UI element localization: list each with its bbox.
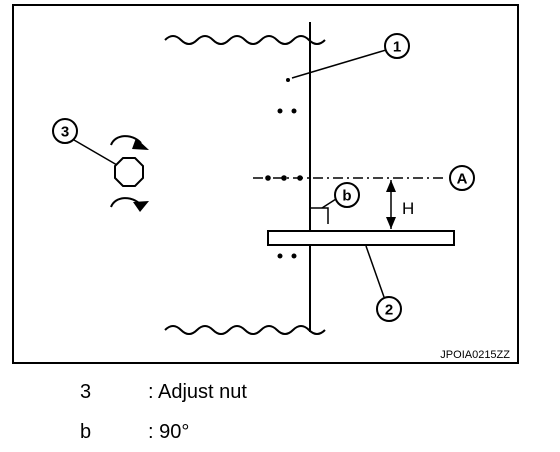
callout-circle-a: [449, 165, 475, 191]
figure-frame: [12, 4, 519, 364]
surface-dot: [277, 108, 283, 114]
reference-dot: [265, 175, 271, 181]
surface-dot: [286, 78, 290, 82]
rotation-arrowhead-bottom: [133, 201, 149, 212]
callout-label-a: A: [457, 171, 468, 188]
surface-dot: [291, 108, 297, 114]
callout-label-1: 1: [393, 39, 401, 56]
leader-line-b: [321, 198, 337, 209]
callout-circle-2: [376, 296, 402, 322]
leader-line-2: [365, 245, 385, 298]
legend-key: 3: [80, 381, 92, 403]
dimension-arrow-bottom: [386, 217, 396, 229]
callout-circle-1: [384, 33, 410, 59]
right-angle-mark: [310, 207, 329, 224]
legend-description: : 90°: [148, 421, 190, 443]
figure-code: JPOIA0215ZZ: [440, 349, 510, 361]
callout-label-2: 2: [385, 302, 393, 319]
dimension-arrow-top: [386, 180, 396, 192]
reference-dot: [297, 175, 303, 181]
leader-line-3: [73, 139, 118, 166]
adjust-nut-icon: [114, 157, 144, 187]
plate: [267, 230, 455, 246]
reference-dot: [281, 175, 287, 181]
callout-label-b: b: [342, 188, 351, 205]
legend-key: b: [80, 421, 92, 443]
callout-circle-b: [334, 182, 360, 208]
diagram-figure: H 1 A b 2 3 JPOIA0215ZZ: [12, 4, 519, 364]
surface-dot: [277, 253, 283, 259]
break-line-bottom: [164, 325, 326, 335]
legend-description: : Adjust nut: [148, 381, 247, 403]
leader-line-1: [291, 49, 387, 79]
dimension-label-h: H: [402, 199, 414, 218]
rotation-arrowhead-top: [132, 138, 149, 150]
surface-dot: [291, 253, 297, 259]
break-line-top: [164, 35, 326, 45]
callout-circle-3: [52, 118, 78, 144]
callout-label-3: 3: [61, 124, 69, 141]
